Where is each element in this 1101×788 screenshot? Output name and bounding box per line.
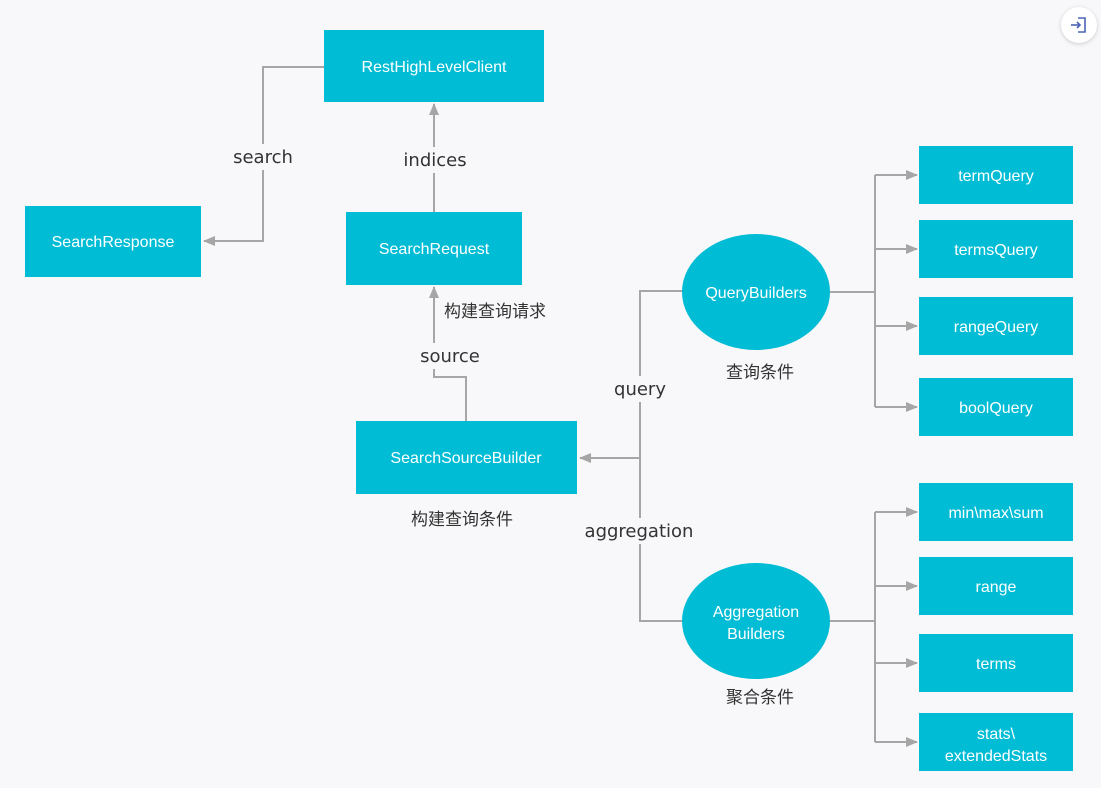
node-term-query[interactable]: termQuery — [919, 146, 1073, 204]
caption-aggregation-conditions: 聚合条件 — [726, 688, 794, 708]
node-aggregation-builders[interactable]: Aggregation Builders — [682, 563, 830, 679]
edge-labels: search indices source query aggregation — [228, 144, 698, 544]
node-label: RestHighLevelClient — [362, 59, 508, 76]
exit-icon — [1071, 17, 1086, 33]
edge-label-aggregation: aggregation — [585, 521, 694, 542]
edge-qb-trunk — [830, 175, 876, 407]
node-label: termQuery — [958, 168, 1034, 185]
node-range-query[interactable]: rangeQuery — [919, 297, 1073, 355]
node-range[interactable]: range — [919, 557, 1073, 615]
exit-button[interactable] — [1061, 7, 1097, 43]
node-label: SearchRequest — [379, 241, 490, 258]
edge-aggregation — [639, 458, 684, 622]
node-label-line2: extendedStats — [945, 748, 1047, 765]
edge-source — [429, 286, 467, 421]
node-label: termsQuery — [954, 242, 1038, 259]
node-min-max-sum[interactable]: min\max\sum — [919, 483, 1073, 541]
edge-query — [639, 290, 684, 458]
node-label-line1: stats\ — [977, 726, 1016, 743]
edge-label-indices: indices — [403, 150, 466, 171]
node-search-request[interactable]: SearchRequest — [346, 212, 522, 285]
node-label: range — [976, 579, 1017, 596]
node-label: min\max\sum — [948, 505, 1043, 522]
node-stats[interactable]: stats\ extendedStats — [919, 713, 1073, 771]
node-label: rangeQuery — [954, 319, 1039, 336]
caption-build-request: 构建查询请求 — [444, 302, 546, 322]
node-rest-high-level-client[interactable]: RestHighLevelClient — [324, 30, 544, 102]
node-search-source-builder[interactable]: SearchSourceBuilder — [356, 421, 577, 494]
edge-ab-trunk — [830, 512, 876, 742]
edge-label-query: query — [614, 379, 666, 400]
edges — [203, 66, 918, 747]
edge-label-search: search — [233, 147, 293, 168]
edge-label-source: source — [420, 346, 480, 367]
node-label-line2: Builders — [727, 626, 785, 643]
node-label: QueryBuilders — [705, 285, 806, 302]
node-label-line1: Aggregation — [713, 604, 799, 621]
node-terms[interactable]: terms — [919, 634, 1073, 692]
node-terms-query[interactable]: termsQuery — [919, 220, 1073, 278]
node-search-response[interactable]: SearchResponse — [25, 206, 201, 277]
node-label: terms — [976, 656, 1016, 673]
node-label: SearchResponse — [52, 234, 175, 251]
node-bool-query[interactable]: boolQuery — [919, 378, 1073, 436]
node-query-builders[interactable]: QueryBuilders — [682, 234, 830, 350]
node-label: boolQuery — [959, 400, 1033, 417]
captions: 构建查询请求 查询条件 构建查询条件 聚合条件 — [411, 302, 794, 708]
caption-query-conditions: 查询条件 — [726, 363, 794, 383]
caption-build-conditions: 构建查询条件 — [411, 510, 513, 530]
node-label: SearchSourceBuilder — [390, 450, 542, 467]
